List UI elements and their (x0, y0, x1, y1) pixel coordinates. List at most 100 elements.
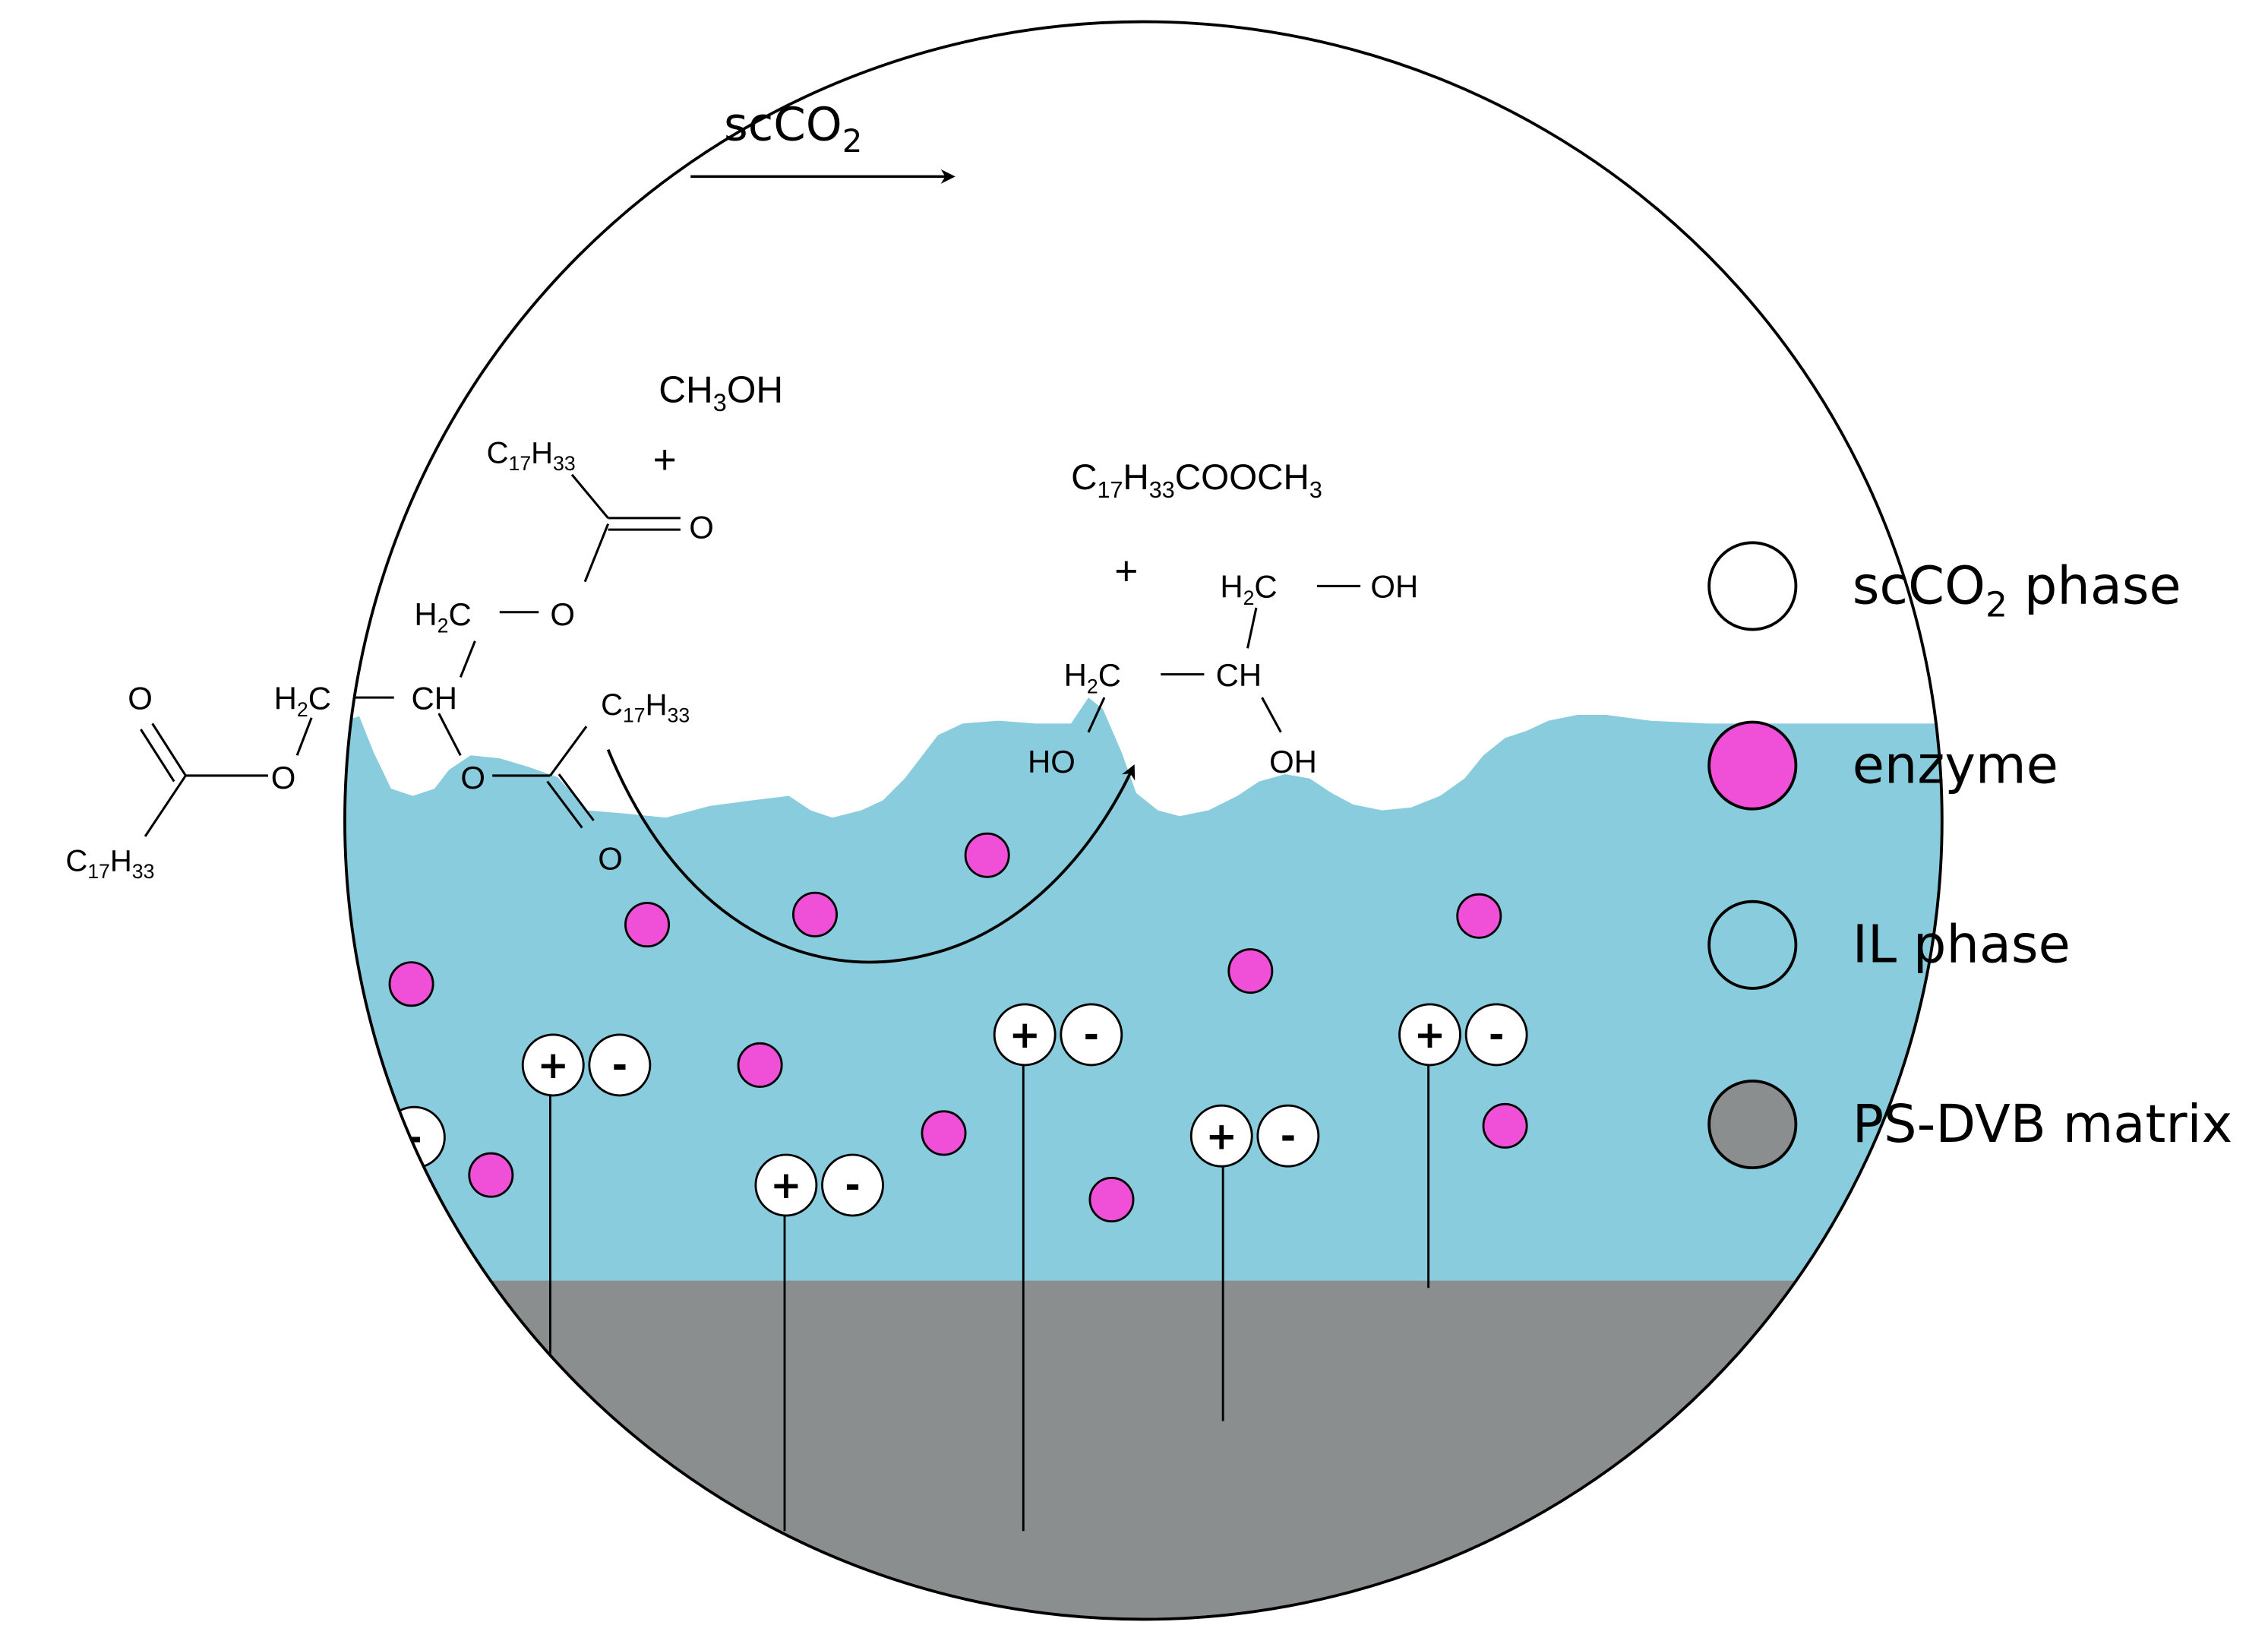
chain-mid: C17H33 (601, 688, 690, 727)
anion-sign: - (1281, 1114, 1297, 1158)
glycerol-h2c-left: H2C (1064, 657, 1121, 698)
ion-pairs: + - + - + - + - (154, 964, 1528, 1217)
enzyme-particle (737, 1042, 783, 1088)
legend-label-il: IL phase (1853, 915, 2071, 975)
cation-circle (993, 1003, 1057, 1067)
o-carbonyl-mid: O (598, 841, 623, 877)
legend-label-enzyme: enzyme (1853, 735, 2058, 795)
glycerol-ch: CH (1216, 657, 1262, 693)
ion-pair: + - (332, 1105, 446, 1169)
glycerol-oh-top: OH (1370, 569, 1418, 605)
h2c-left: H2C (274, 680, 331, 721)
cation-circle (521, 1033, 585, 1097)
legend: scCO2 phase enzyme IL phase PS-DVB matri… (1707, 541, 2232, 1170)
bond (546, 780, 583, 829)
anion-circle (220, 964, 281, 1025)
legend-swatch-scco2 (1707, 541, 1798, 631)
cation-sign: + (537, 1043, 569, 1087)
anion-circle (1256, 1104, 1320, 1168)
enzyme-particle (1482, 1102, 1528, 1149)
legend-swatch-matrix (1707, 1079, 1798, 1170)
methanol-formula: CH3OH (659, 369, 783, 416)
glycerol-bonds (1087, 584, 1361, 733)
top-ester-bonds (140, 473, 681, 837)
legend-label-matrix: PS-DVB matrix (1853, 1094, 2232, 1155)
bond (151, 722, 187, 776)
enzyme-particle (624, 902, 671, 948)
enzyme-particle (792, 891, 838, 937)
enzyme-particle (94, 912, 137, 955)
particle-outline (343, 20, 1944, 1621)
cation-sign: + (1009, 1013, 1040, 1057)
bond (549, 726, 588, 776)
o-ester-top: O (550, 596, 575, 632)
anion-sign: - (406, 1115, 422, 1159)
cation-circle (1189, 1104, 1253, 1168)
enzyme-particle (228, 1104, 271, 1147)
anion-circle (1060, 1003, 1123, 1067)
ps-dvb-matrix-region (344, 1280, 1942, 1620)
scco2-flow: scCO2 (690, 98, 956, 184)
legend-item-matrix: PS-DVB matrix (1707, 1079, 2232, 1170)
bond (558, 773, 595, 821)
reactant-plus: + (653, 438, 677, 482)
enzyme-particle (468, 1152, 514, 1198)
h2c-top: H2C (414, 596, 471, 637)
bond (1087, 697, 1106, 733)
ion-pair: + - (993, 1003, 1123, 1067)
legend-item-il: IL phase (1707, 900, 2071, 990)
enzyme-particle (1088, 1177, 1135, 1223)
enzyme-particle (388, 961, 434, 1007)
legend-item-enzyme: enzyme (1707, 720, 2058, 811)
bond (459, 640, 476, 678)
bond (583, 523, 610, 583)
flow-label-sub: 2 (842, 122, 863, 160)
fame-formula: C17H33COOCH3 (1071, 457, 1322, 503)
bond (144, 775, 187, 837)
chain-left: C17H33 (65, 845, 154, 884)
anion-sign: - (243, 972, 259, 1017)
ion-pair: + - (754, 1153, 884, 1217)
cation-sign: + (169, 972, 201, 1017)
glycerol-ho-left: HO (1028, 744, 1076, 779)
product-plus: + (1114, 549, 1138, 594)
cation-circle (344, 1105, 380, 1169)
enzyme-particle (921, 1110, 967, 1156)
bond (437, 713, 462, 756)
legend-swatch-enzyme (1707, 720, 1798, 811)
glycerol-oh-right: OH (1269, 744, 1317, 779)
anion-circle (821, 1153, 884, 1217)
anion-sign: - (845, 1163, 861, 1207)
legend-swatch-il (1707, 900, 1798, 990)
ion-pair: + - (1189, 1104, 1320, 1168)
products: C17H33COOCH3 + H2C OH H2C CH HO OH (1028, 457, 1418, 779)
legend-label-scco2: scCO2 phase (1853, 555, 2181, 624)
chain-top: C17H33 (487, 437, 576, 476)
anion-sign: - (1489, 1013, 1505, 1057)
bond (295, 717, 313, 756)
enzyme-particle (1227, 948, 1274, 994)
o-carbonyl-left: O (128, 680, 153, 716)
bond (1246, 607, 1258, 649)
bond (570, 473, 609, 519)
cation-sign: + (332, 1115, 364, 1159)
o-ester-mid: O (460, 760, 485, 795)
flow-label-main: scCO (724, 98, 842, 152)
triglyceride: CH3OH + C17H33 O O H2 (65, 369, 783, 884)
o-carbonyl-top: O (689, 510, 714, 545)
anion-circle (1464, 1003, 1528, 1067)
enzyme-particle (964, 832, 1010, 878)
cation-sign: + (770, 1163, 802, 1207)
ion-pair: + - (1398, 1003, 1528, 1067)
anion-sign: - (612, 1043, 628, 1087)
enzyme-particle (1456, 893, 1502, 939)
enzymes (94, 832, 1528, 1223)
ion-pair: + - (521, 1033, 652, 1097)
cation-circle (754, 1153, 818, 1217)
ch-center: CH (412, 680, 458, 716)
bond (140, 729, 175, 783)
cation-circle (1398, 1003, 1461, 1067)
cation-circle (154, 964, 215, 1025)
ion-pair: + - (154, 964, 282, 1025)
